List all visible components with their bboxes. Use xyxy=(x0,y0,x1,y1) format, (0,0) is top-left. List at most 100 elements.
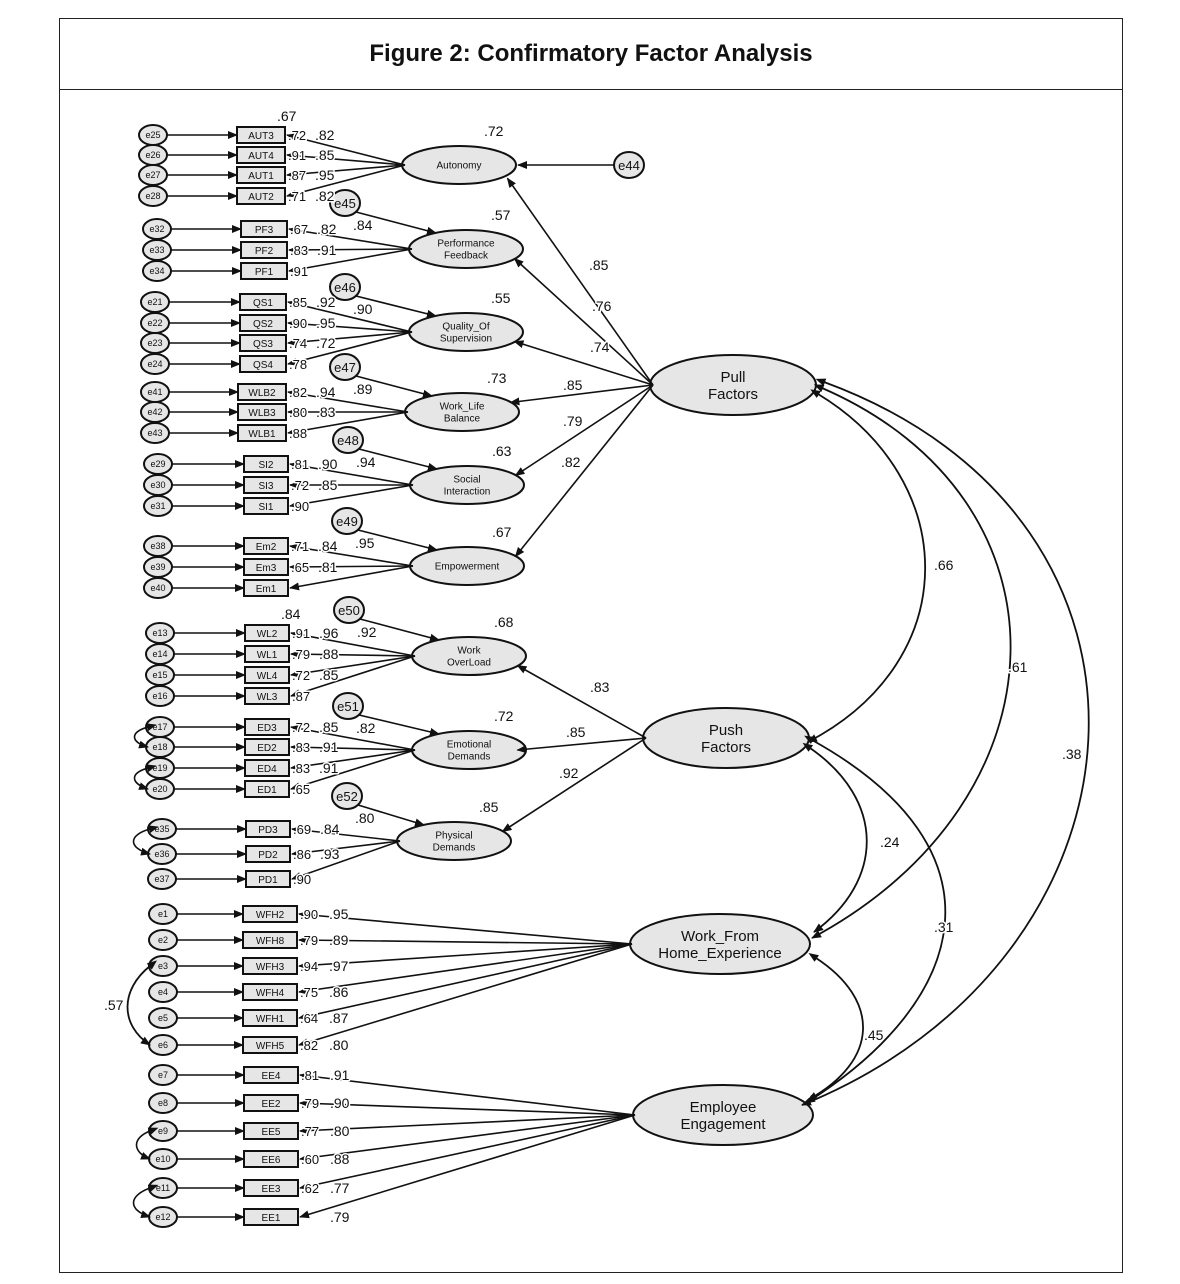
error-label: e36 xyxy=(154,849,169,859)
covariance-label: .66 xyxy=(934,557,954,573)
error-node xyxy=(329,189,361,217)
disturbance-label: .95 xyxy=(355,535,375,551)
indicator-box xyxy=(243,1094,299,1112)
indicator-label: WFH1 xyxy=(256,1014,285,1025)
loading-path xyxy=(298,910,633,945)
factor-r2: .63 xyxy=(492,443,512,459)
indicator-box xyxy=(239,355,287,373)
indicator-box xyxy=(243,579,289,597)
indicator-label: EE2 xyxy=(262,1099,281,1110)
indicator-r2: .65 xyxy=(291,560,309,575)
error-label: e19 xyxy=(152,763,167,773)
indicator-r2: .84 xyxy=(281,606,301,622)
first-order-factor-label: Demands xyxy=(433,843,476,854)
indicator-box xyxy=(242,1009,298,1027)
loading-path xyxy=(290,749,416,791)
loading-path xyxy=(291,840,401,857)
indicator-label: ED4 xyxy=(257,764,277,775)
indicator-label: WLB1 xyxy=(248,429,276,440)
indicator-box xyxy=(242,931,298,949)
covariance-path xyxy=(126,960,158,1046)
indicator-label: QS2 xyxy=(253,319,273,330)
error-label: e43 xyxy=(147,428,162,438)
indicator-label: WFH4 xyxy=(256,988,285,999)
loading-path xyxy=(290,655,416,678)
indicator-box xyxy=(236,187,286,205)
error-node xyxy=(333,596,365,624)
covariance-path xyxy=(807,953,864,1101)
disturbance-label: .90 xyxy=(353,301,373,317)
indicator-label: Em1 xyxy=(256,584,277,595)
factor-r2: .72 xyxy=(484,123,504,139)
loading-label: .82 xyxy=(315,188,335,204)
indicator-r2: .86 xyxy=(293,847,311,862)
loading-label: .95 xyxy=(315,167,335,183)
loading-path xyxy=(289,562,414,571)
loading-path xyxy=(299,1114,636,1190)
indicator-r2: .87 xyxy=(288,168,306,183)
indicator-label: WFH3 xyxy=(256,962,285,973)
error-label: e42 xyxy=(147,407,162,417)
first-order-factor-label: Empowerment xyxy=(435,562,500,573)
error-label: e39 xyxy=(150,562,165,572)
first-order-factor-label: Demands xyxy=(448,752,491,763)
first-order-factor-label: Social xyxy=(453,475,480,486)
indicator-label: EE5 xyxy=(262,1127,281,1138)
indicator-r2: .72 xyxy=(291,478,309,493)
indicator-r2: .64 xyxy=(300,1011,318,1026)
indicator-label: EE6 xyxy=(262,1155,281,1166)
indicator-box xyxy=(237,403,287,421)
loading-label: .85 xyxy=(315,147,335,163)
error-label: e34 xyxy=(149,266,164,276)
indicator-label: AUT3 xyxy=(248,131,274,142)
indicator-r2: .91 xyxy=(288,148,306,163)
first-order-factor-label: OverLoad xyxy=(447,658,491,669)
second-order-loading-path xyxy=(513,257,654,386)
error-label: e44 xyxy=(618,158,640,173)
second-order-loading-label: .82 xyxy=(561,454,581,470)
indicator-r2: .82 xyxy=(300,1038,318,1053)
indicator-label: EE4 xyxy=(262,1071,281,1082)
indicator-box xyxy=(244,738,290,756)
loading-label: .97 xyxy=(329,958,349,974)
outcome-factor-label: Home_Experience xyxy=(658,945,781,962)
disturbance-label: .84 xyxy=(353,217,373,233)
loading-path xyxy=(288,248,413,274)
indicator-box xyxy=(240,262,288,280)
indicator-box xyxy=(243,1150,299,1168)
covariance-label: .24 xyxy=(880,834,900,850)
error-node xyxy=(329,273,361,301)
loading-path xyxy=(290,650,416,659)
error-label: e24 xyxy=(147,359,162,369)
indicator-r2: .90 xyxy=(293,872,311,887)
error-label: e6 xyxy=(158,1040,168,1050)
indicator-label: PD2 xyxy=(258,850,278,861)
indicator-label: AUT4 xyxy=(248,151,274,162)
loading-label: .93 xyxy=(320,846,340,862)
second-order-loading-path xyxy=(516,737,647,754)
indicator-r2: .94 xyxy=(300,959,318,974)
indicator-label: PF3 xyxy=(255,225,274,236)
indicator-label: PF2 xyxy=(255,246,274,257)
second-order-loading-label: .83 xyxy=(590,679,610,695)
indicator-label: AUT1 xyxy=(248,171,274,182)
first-order-factor-label: Quality_Of xyxy=(442,322,489,333)
indicator-box xyxy=(240,220,288,238)
loading-path xyxy=(291,840,401,880)
indicator-label: WLB3 xyxy=(248,408,276,419)
loading-label: .92 xyxy=(316,294,336,310)
second-order-factor-label: Push xyxy=(709,722,743,739)
first-order-factor-label: Physical xyxy=(435,831,472,842)
first-order-factor-label: Autonomy xyxy=(436,161,481,172)
error-covariance-path xyxy=(132,1184,159,1219)
error-label: e13 xyxy=(152,628,167,638)
error-label: e47 xyxy=(334,360,356,375)
error-label: e17 xyxy=(152,722,167,732)
loading-path xyxy=(299,1114,636,1219)
indicator-box xyxy=(245,845,291,863)
outcome-factor-label: Employee xyxy=(690,1099,757,1116)
error-covariance-path xyxy=(132,825,159,856)
loading-label: .82 xyxy=(315,127,335,143)
loading-path xyxy=(289,484,414,509)
indicator-label: Em2 xyxy=(256,542,277,553)
